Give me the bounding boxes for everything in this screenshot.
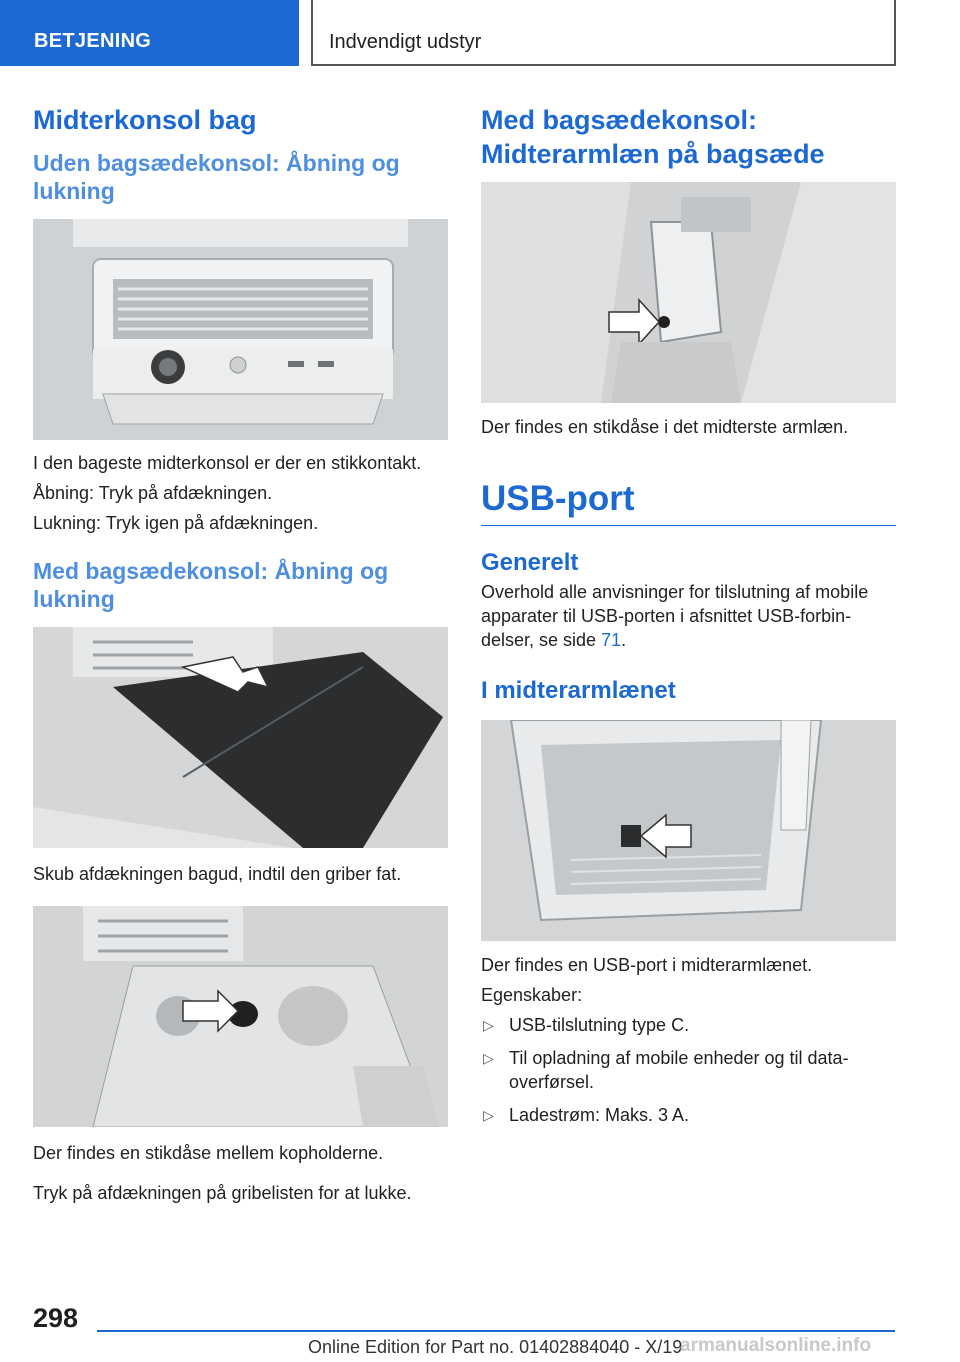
- section-tab: BETJENING: [0, 0, 299, 66]
- text-lukning: Lukning: Tryk igen på afdækningen.: [33, 513, 319, 533]
- chapter-header: Indvendigt udstyr: [311, 0, 896, 66]
- text-overhold-anvisninger: Overhold alle anvisninger for tilslutnin…: [481, 580, 896, 652]
- text-egenskaber: Egenskaber:: [481, 985, 583, 1005]
- text-stikdase-kopholdere: Der findes en stikdåse mellem kopholdern…: [33, 1143, 384, 1163]
- section-label: BETJENING: [34, 30, 152, 52]
- text-stikdase-armlaen: Der findes en stikdåse i det midterste a…: [481, 417, 849, 437]
- list-item: ▷Ladestrøm: Maks. 3 A.: [483, 1105, 690, 1125]
- right-column: Med bagsædekonsol: Midterarmlæn på bagsæ…: [481, 100, 896, 1127]
- heading-usb-port: USB-port: [481, 477, 896, 526]
- triangle-bullet-icon: ▷: [483, 1107, 494, 1123]
- heading-i-midterarmlaenet: I midterarmlænet: [481, 677, 676, 704]
- footer-edition: Online Edition for Part no. 01402884040 …: [308, 1337, 683, 1357]
- triangle-bullet-icon: ▷: [483, 1050, 494, 1066]
- text-overhold-main: Overhold alle anvisninger for tilslutnin…: [481, 582, 869, 650]
- text-stikkontakt: I den bageste midterkonsol er der en sti…: [33, 453, 422, 473]
- heading-midterkonsol-bag: Midterkonsol bag: [33, 105, 257, 135]
- triangle-bullet-icon: ▷: [483, 1017, 494, 1033]
- figure-armrest-usb: [481, 720, 896, 941]
- features-list: ▷USB-tilslutning type C. ▷Til opladning …: [481, 1013, 896, 1127]
- page-number: 298: [33, 1303, 79, 1333]
- heading-generelt: Generelt: [481, 549, 579, 576]
- list-item: ▷USB-tilslutning type C.: [483, 1015, 690, 1035]
- text-tryk-gribeliste: Tryk på afdækningen på gribelisten for a…: [33, 1183, 412, 1203]
- page-link-71[interactable]: 71: [601, 630, 622, 650]
- figure-rear-console-socket: [33, 219, 448, 440]
- text-overhold-end: .: [621, 630, 627, 650]
- watermark-text: armanualsonline.info: [680, 1335, 872, 1356]
- left-column: Midterkonsol bag Uden bagsædekonsol: Åbn…: [33, 100, 448, 1205]
- figure-console-cover-slide: [33, 627, 448, 848]
- footer-divider: [97, 1330, 895, 1332]
- figure-armrest-socket: [481, 182, 896, 403]
- figure-cupholder-socket: [33, 906, 448, 1127]
- heading-midterarmlaen-bagsaede: Med bagsædekonsol: Midterarmlæn på bagsæ…: [481, 105, 825, 169]
- heading-med-bagsaedekonsol: Med bagsædekonsol: Åbning og lukning: [33, 558, 389, 612]
- heading-uden-bagsaedekonsol: Uden bagsædekonsol: Åbning og lukning: [33, 150, 400, 204]
- text-usb-midterarmlaen: Der findes en USB-port i midterarmlænet.: [481, 955, 813, 975]
- list-item: ▷Til opladning af mobile enheder og til …: [483, 1048, 849, 1092]
- text-abning: Åbning: Tryk på afdækningen.: [33, 483, 273, 503]
- chapter-label: Indvendigt udstyr: [329, 31, 482, 53]
- text-skub-afdaekning: Skub afdækningen bagud, indtil den gribe…: [33, 864, 402, 884]
